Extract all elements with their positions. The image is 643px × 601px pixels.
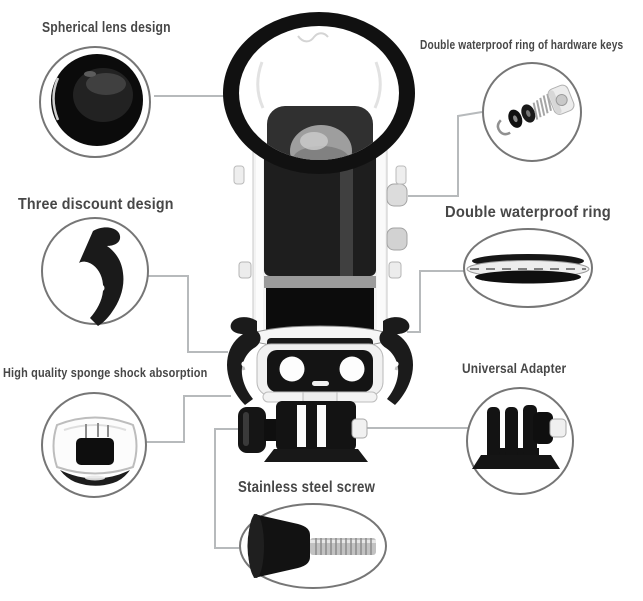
three-discount-label: Three discount design (18, 196, 174, 213)
camera-inside-case (264, 150, 376, 332)
screw-connector-line (214, 428, 240, 549)
connector-lines (146, 95, 483, 549)
double-ring-callout (463, 228, 593, 308)
exploded-key-seal-icon (496, 84, 575, 136)
waterproof-case-illustration (223, 12, 415, 462)
spherical-lens-icon (51, 54, 143, 146)
case-bottom-mount (238, 391, 368, 462)
double-ring-label: Double waterproof ring (445, 204, 611, 221)
three-discount-connector-line (148, 275, 228, 353)
three-discount-callout (41, 217, 149, 326)
spherical-lens-label: Spherical lens design (42, 20, 171, 36)
hardware-keys-callout (482, 62, 582, 162)
stainless-screw-callout (239, 503, 387, 589)
hardware-keys-label: Double waterproof ring of hardware keys (420, 37, 624, 52)
hardware-keys-connector-line (408, 111, 483, 197)
case-reflection (256, 152, 263, 332)
stainless-screw-label: Stainless steel screw (238, 479, 376, 496)
callout-circle (41, 217, 149, 325)
universal-adapter-callout (466, 387, 574, 495)
double-ring-connector-line (407, 270, 465, 333)
callout-circle (466, 387, 574, 495)
spherical-lens-callout (39, 46, 151, 158)
sponge-label: High quality sponge shock absorption (3, 365, 208, 380)
case-tab (238, 261, 252, 279)
sponge-pad-icon (52, 416, 138, 486)
latch-hook-icon (79, 227, 124, 326)
flat-seal-ring-icon (466, 254, 590, 284)
sponge-callout (41, 392, 147, 498)
case-tab (388, 261, 402, 279)
universal-adapter-label: Universal Adapter (462, 360, 567, 376)
case-latches (227, 317, 413, 405)
three-prong-mount-icon (472, 405, 567, 469)
case-reflection (377, 152, 385, 332)
case-bottom-cap (256, 343, 384, 403)
case-side-buttons (386, 183, 408, 251)
case-lens-bezel (223, 12, 415, 185)
thumb-screw-icon (247, 514, 376, 578)
sponge-connector-line (146, 395, 231, 443)
